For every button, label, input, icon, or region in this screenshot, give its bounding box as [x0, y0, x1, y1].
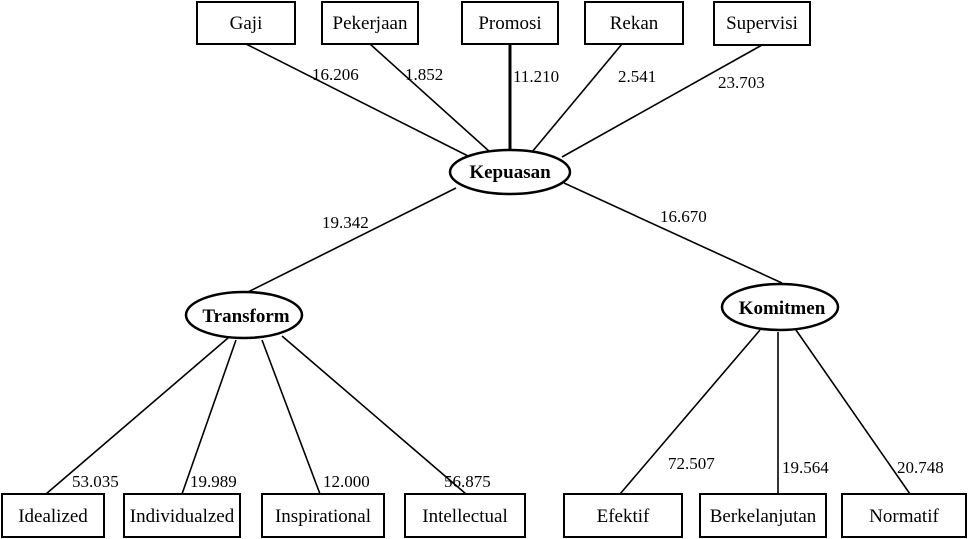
node-inspirational: Inspirational	[261, 493, 385, 538]
node-berkelanjutan-label: Berkelanjutan	[710, 506, 817, 527]
weight-gaji-kepuasan: 16.206	[312, 65, 359, 84]
node-kepuasan: Kepuasan	[448, 148, 572, 196]
node-promosi-label: Promosi	[478, 13, 541, 34]
edge-gaji-kepuasan	[245, 43, 469, 157]
node-efektif-label: Efektif	[597, 506, 650, 527]
weight-transform-idealized: 53.035	[72, 472, 119, 491]
node-transform-label: Transform	[202, 306, 289, 327]
weight-supervisi-kepuasan: 23.703	[718, 73, 765, 92]
weight-komitmen-berkelanjutan: 19.564	[782, 458, 829, 477]
node-kepuasan-label: Kepuasan	[469, 162, 551, 183]
node-supervisi-label: Supervisi	[726, 13, 798, 34]
edge-komitmen-normatif	[795, 329, 911, 495]
weight-pekerjaan-kepuasan: 1.852	[405, 65, 443, 84]
node-supervisi: Supervisi	[713, 1, 811, 46]
weight-komitmen-normatif: 20.748	[897, 458, 944, 477]
node-idealized-label: Idealized	[18, 506, 88, 527]
weight-komitmen-efektif: 72.507	[668, 454, 715, 473]
node-efektif: Efektif	[563, 493, 683, 538]
node-individualzed-label: Individualzed	[130, 506, 235, 527]
node-rekan: Rekan	[584, 1, 684, 45]
node-gaji: Gaji	[196, 1, 296, 45]
edge-transform-intellectual	[281, 335, 467, 495]
node-pekerjaan-label: Pekerjaan	[333, 13, 408, 34]
weight-rekan-kepuasan: 2.541	[618, 67, 656, 86]
node-individualzed: Individualzed	[123, 493, 241, 538]
node-idealized: Idealized	[1, 493, 105, 538]
node-intellectual-label: Intellectual	[422, 506, 507, 527]
edge-kepuasan-komitmen	[563, 182, 783, 284]
edge-kepuasan-transform	[247, 187, 457, 293]
node-intellectual: Intellectual	[404, 493, 526, 538]
edge-transform-idealized	[45, 337, 229, 495]
node-komitmen: Komitmen	[720, 282, 840, 332]
weight-kepuasan-komitmen: 16.670	[660, 207, 707, 226]
weight-promosi-kepuasan: 11.210	[513, 67, 559, 86]
node-normatif: Normatif	[841, 493, 967, 538]
weight-transform-intellectual: 56.875	[444, 472, 491, 491]
node-pekerjaan: Pekerjaan	[321, 1, 419, 45]
node-berkelanjutan: Berkelanjutan	[699, 493, 827, 538]
edge-rekan-kepuasan	[531, 43, 623, 153]
edge-supervisi-kepuasan	[561, 44, 763, 158]
edge-transform-individualzed	[181, 339, 237, 495]
node-gaji-label: Gaji	[230, 13, 263, 34]
node-rekan-label: Rekan	[610, 13, 659, 34]
weight-transform-inspirational: 12.000	[323, 472, 370, 491]
edge-pekerjaan-kepuasan	[369, 43, 491, 153]
node-komitmen-label: Komitmen	[739, 298, 826, 319]
edge-transform-inspirational	[261, 339, 321, 495]
node-inspirational-label: Inspirational	[275, 506, 371, 527]
node-promosi: Promosi	[461, 1, 559, 45]
weight-kepuasan-transform: 19.342	[322, 213, 369, 232]
node-normatif-label: Normatif	[869, 506, 939, 527]
weight-transform-individualzed: 19.989	[190, 472, 237, 491]
edge-komitmen-efektif	[619, 329, 761, 495]
node-transform: Transform	[184, 290, 304, 340]
